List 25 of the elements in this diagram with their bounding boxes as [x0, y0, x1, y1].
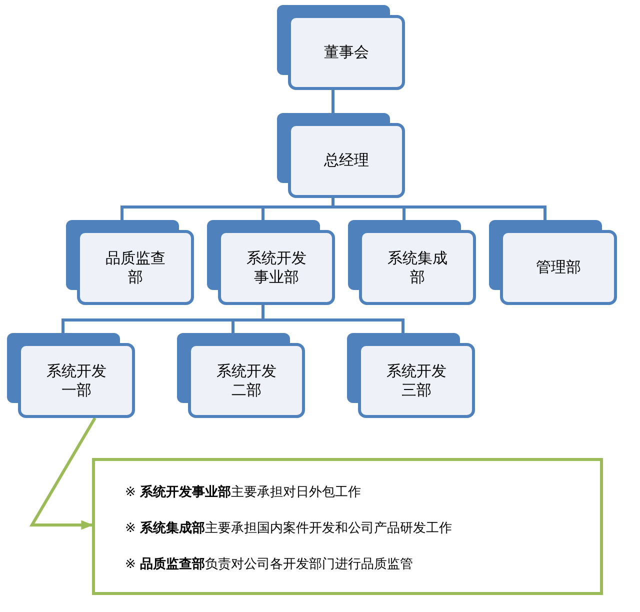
note-text: ※ 系统集成部主要承担国内案件开发和公司产品研发工作 [125, 520, 452, 537]
department-label: 总经理 [323, 151, 370, 170]
pointer-arrow [29, 417, 96, 530]
connector-line [332, 90, 334, 113]
org-chart-box [277, 5, 405, 90]
org-chart-box [489, 220, 617, 305]
department-label: 系统开发二部 [216, 362, 278, 400]
connector-line [262, 305, 404, 333]
note-box [92, 458, 603, 595]
department-label: 系统开发一部 [46, 362, 108, 400]
org-chart-box [66, 220, 194, 305]
department-label: 管理部 [535, 258, 582, 277]
org-chart-box [277, 113, 405, 198]
department-label: 系统集成部 [386, 248, 448, 286]
department-label: 系统开发事业部 [246, 248, 308, 286]
org-chart-box [177, 333, 305, 418]
department-label: 系统开发三部 [386, 362, 448, 400]
department-label: 董事会 [323, 43, 370, 62]
org-chart-box [7, 333, 135, 418]
note-text: ※ 系统开发事业部主要承担对日外包工作 [125, 484, 362, 501]
org-chart-box [348, 220, 476, 305]
org-chart-box [207, 220, 335, 305]
department-label: 品质监查部 [104, 248, 166, 286]
note-text: ※ 品质监查部负责对公司各开发部门进行品质监管 [125, 556, 414, 573]
org-chart-box [347, 333, 475, 418]
